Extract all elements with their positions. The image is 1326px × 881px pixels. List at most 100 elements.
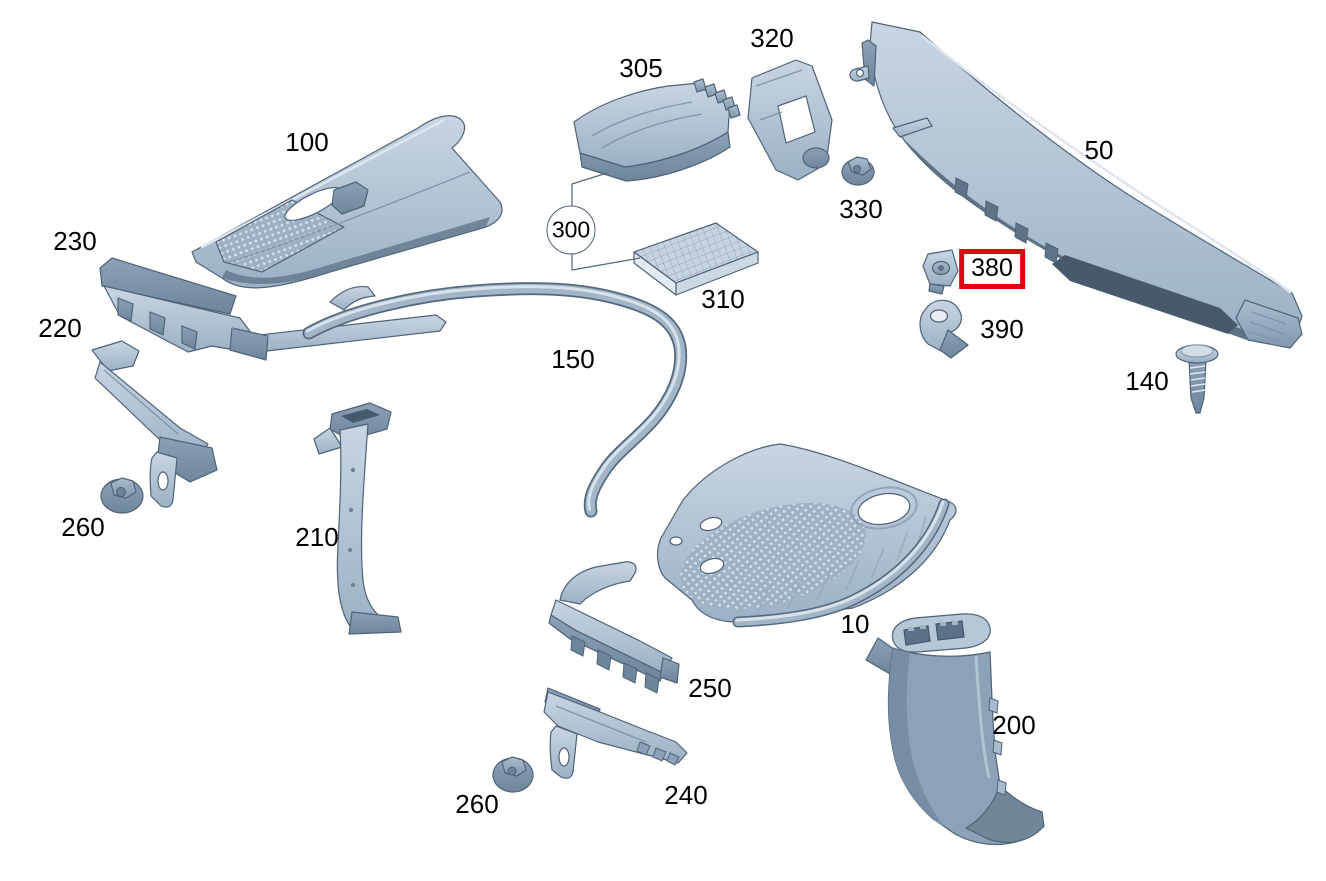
part-shape-220[interactable] [91, 340, 218, 508]
part-10-big-hole [857, 492, 911, 526]
part-260b-bore [507, 766, 517, 776]
part-240-teeth [636, 741, 680, 766]
part-240-body [543, 691, 688, 764]
part-100-shadow [222, 217, 490, 285]
part-200-opening-1 [903, 625, 931, 646]
part-shape-240[interactable] [543, 687, 688, 779]
part-210-column [336, 423, 397, 633]
part-250-end [659, 657, 680, 684]
part-10-ribs [756, 516, 927, 615]
callout-140[interactable]: 140 [1125, 366, 1169, 396]
part-shape-210[interactable] [313, 402, 402, 635]
part-shape-230[interactable] [99, 257, 447, 361]
leader-300-to-310 [571, 254, 641, 271]
part-200-castellations [908, 621, 958, 631]
callout-220[interactable]: 220 [38, 313, 82, 343]
part-330-bore [853, 165, 861, 173]
part-250-clips [570, 635, 660, 694]
callout-150[interactable]: 150 [551, 344, 595, 374]
part-305-ridge-2 [601, 113, 703, 149]
part-230-fin [99, 257, 237, 315]
part-230-clip-2 [149, 311, 166, 336]
part-shape-380[interactable] [922, 249, 959, 295]
callout-320[interactable]: 320 [750, 23, 794, 53]
part-shape-305[interactable] [573, 78, 741, 182]
part-shape-10[interactable] [656, 443, 957, 629]
part-10-small-hole-2 [699, 557, 725, 575]
callout-230[interactable]: 230 [53, 226, 97, 256]
callout-200[interactable]: 200 [992, 710, 1036, 740]
part-shape-100[interactable] [191, 115, 503, 289]
part-shape-250[interactable] [548, 561, 680, 694]
callout-260-left[interactable]: 260 [61, 512, 105, 542]
callout-310[interactable]: 310 [701, 284, 745, 314]
part-210-rivet-3 [347, 547, 353, 553]
part-10-small-hole-3 [669, 536, 683, 546]
part-200-foot [965, 785, 1045, 843]
part-50-body [869, 21, 1303, 347]
part-240-strap-hole [558, 747, 570, 767]
part-380-ring-hole [938, 265, 944, 271]
part-210-head-cavity [341, 409, 380, 423]
part-140-threads [1189, 365, 1206, 393]
part-100-top-rail [200, 118, 446, 249]
part-240-ridge [555, 705, 647, 743]
part-200-clips [988, 697, 1007, 796]
part-320-opening [777, 95, 816, 144]
part-50-clips [954, 177, 1059, 264]
part-shape-310[interactable] [633, 222, 759, 296]
callout-390[interactable]: 390 [980, 314, 1024, 344]
part-shape-200[interactable] [865, 613, 1045, 846]
part-shape-140[interactable] [1175, 344, 1219, 414]
part-shape-50[interactable] [849, 21, 1303, 349]
part-shape-320[interactable] [747, 59, 833, 181]
part-230-box-brace [231, 327, 269, 351]
part-50-pocket [1052, 255, 1238, 334]
part-100-grille [215, 199, 345, 273]
part-shape-150[interactable] [302, 282, 688, 518]
part-10-rail [734, 500, 948, 626]
part-10-grille [680, 503, 866, 609]
part-50-end-ribs [1249, 311, 1287, 344]
part-210-foot [348, 611, 402, 635]
part-305-ridge-1 [591, 101, 693, 137]
part-shape-330[interactable] [841, 156, 875, 186]
part-210-rivet-4 [350, 582, 356, 588]
callout-10[interactable]: 10 [840, 609, 870, 639]
part-390-hole [929, 309, 949, 323]
part-310-side-right [675, 251, 759, 296]
callout-240[interactable]: 240 [664, 780, 708, 810]
leader-300-to-305 [571, 172, 608, 206]
part-shape-390[interactable] [919, 299, 969, 359]
callout-300-assembly[interactable]: 300 [546, 205, 596, 255]
part-320-brace [755, 69, 803, 121]
part-10-big-hole-rim [850, 486, 918, 530]
part-shape-260-bottom[interactable] [492, 756, 534, 793]
part-210-wing [313, 427, 343, 455]
part-100-crease [229, 171, 471, 263]
part-50-ring-hole [855, 68, 865, 78]
part-260l-bore [116, 487, 126, 497]
part-220-strap-hole [157, 471, 169, 491]
part-shape-260-left[interactable] [100, 477, 144, 514]
part-10-rail-highlight [735, 500, 945, 622]
callout-250[interactable]: 250 [688, 673, 732, 703]
callout-305[interactable]: 305 [619, 53, 663, 83]
callout-260-bottom[interactable]: 260 [455, 789, 499, 819]
part-200-body-shade [888, 648, 944, 827]
callout-100[interactable]: 100 [285, 127, 329, 157]
part-210-rivet-1 [350, 467, 356, 473]
callout-210[interactable]: 210 [295, 522, 339, 552]
part-230-hook [329, 285, 376, 311]
callout-50[interactable]: 50 [1084, 135, 1114, 165]
callout-330[interactable]: 330 [839, 194, 883, 224]
part-10-small-hole-1 [699, 516, 723, 532]
part-305-comb-teeth [693, 78, 741, 119]
part-380-foot [928, 283, 945, 295]
part-50-top-highlight [920, 34, 1292, 294]
part-220-ridge [103, 369, 179, 435]
callout-380-selected[interactable]: 380 [959, 249, 1025, 289]
part-50-fin [892, 117, 933, 138]
part-210-rivet-2 [348, 507, 354, 513]
